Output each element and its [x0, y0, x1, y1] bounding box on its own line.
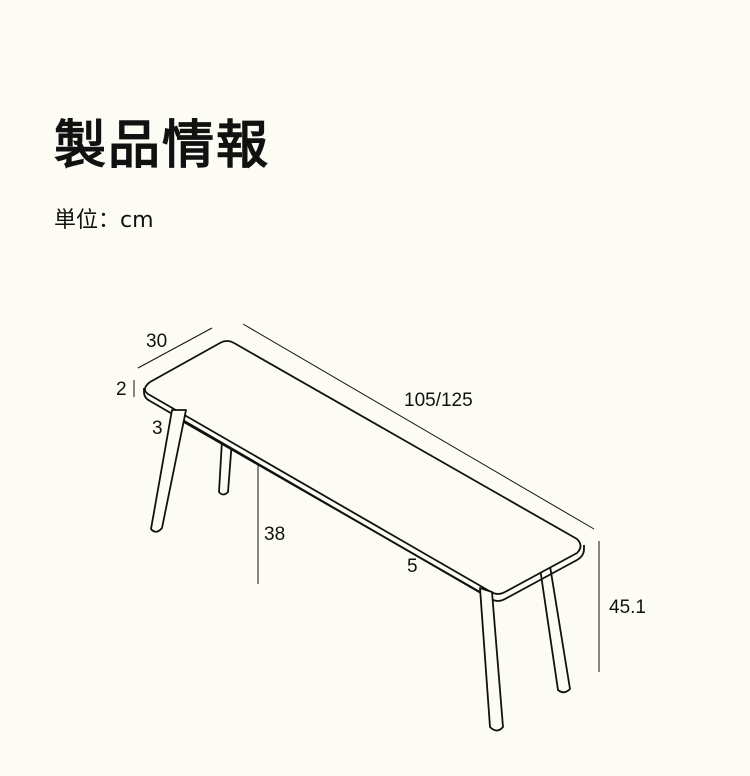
apron-width-label: 5 [407, 556, 418, 577]
bench-top-surface [144, 340, 582, 595]
bench-drawing [143, 340, 585, 732]
length-dimension-line [242, 323, 595, 530]
bench-leg-back-right [539, 565, 571, 694]
leg-height-label: 38 [264, 524, 285, 545]
top-thickness-label: 2 [116, 379, 127, 400]
depth-dimension-line [137, 327, 213, 369]
depth-label: 30 [146, 331, 167, 352]
total-height-label: 45.1 [609, 597, 646, 618]
page-title: 製品情報 [54, 116, 271, 176]
bench-leg-back-left [218, 439, 233, 496]
bench-top-edge [143, 388, 585, 602]
apron-thickness-label: 3 [152, 418, 163, 439]
unit-label: 単位：cm [54, 208, 154, 233]
length-label: 105/125 [404, 390, 473, 411]
bench-leg-front-right [479, 587, 504, 732]
bench-leg-front-left [150, 409, 187, 533]
